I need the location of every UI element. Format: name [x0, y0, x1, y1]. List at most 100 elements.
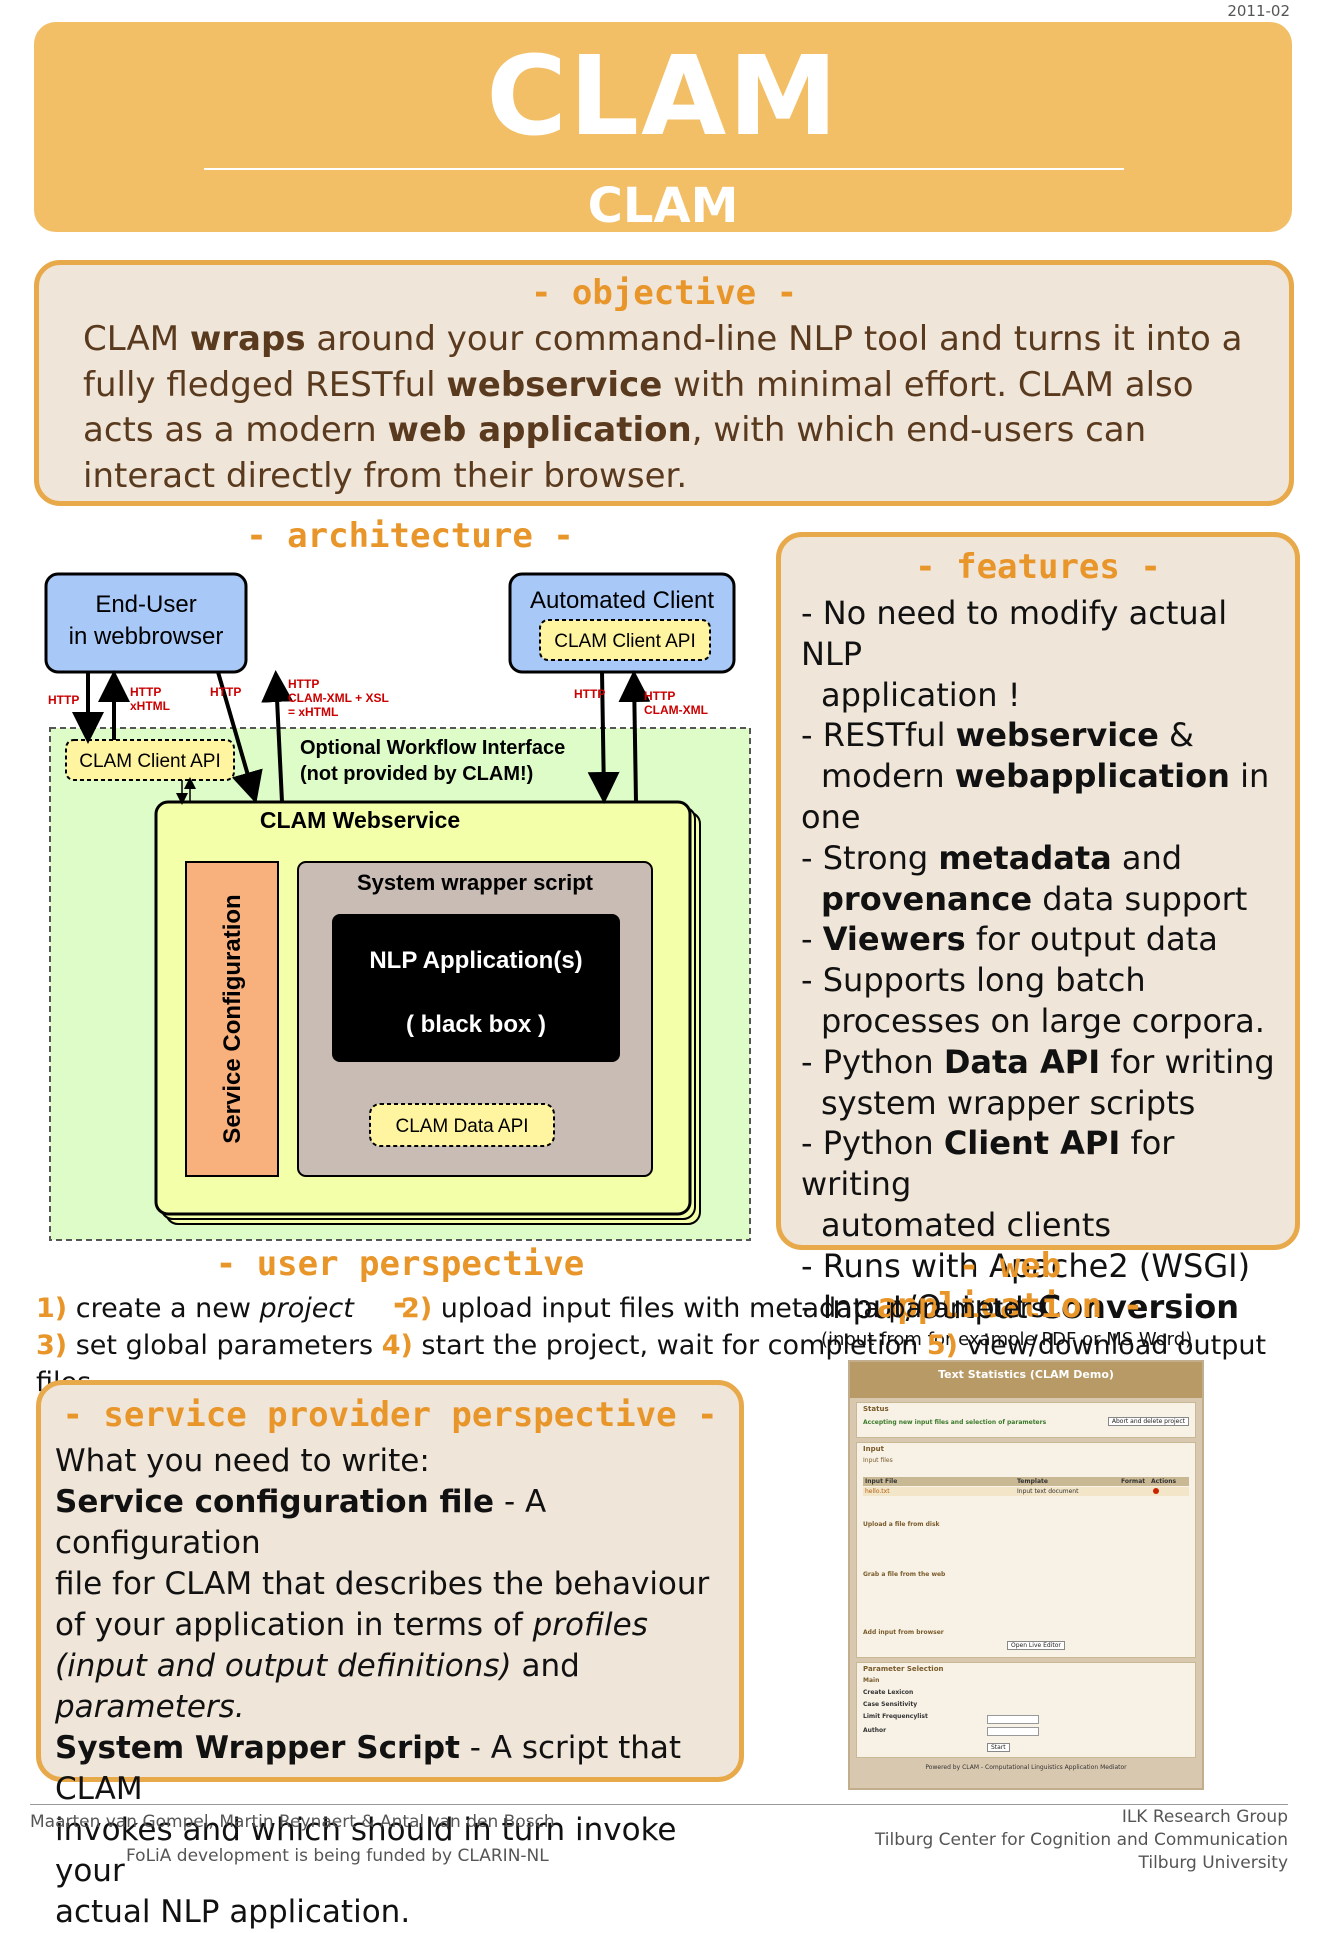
step-5: 5) view/download output files	[36, 1330, 1267, 1398]
main-label: Main	[863, 1677, 880, 1684]
nlp-label-1: NLP Application(s)	[369, 947, 582, 974]
provider-line-6: System Wrapper Script - A script that CL…	[55, 1730, 682, 1807]
webapp-input-label: Input	[863, 1445, 884, 1453]
author-input[interactable]	[987, 1727, 1039, 1736]
http-label-b1: HTTP	[130, 685, 161, 699]
web-application-screenshot: Text Statistics (CLAM Demo) Status Accep…	[848, 1360, 1204, 1790]
step-3: 3) set global parameters	[36, 1330, 382, 1361]
workflow-label-2: (not provided by CLAM!)	[300, 763, 533, 785]
arrow-ws-up	[261, 670, 294, 803]
http-label-a: HTTP	[48, 693, 79, 707]
feature-line-14: - Runs with Apache2 (WSGI)	[801, 1246, 1251, 1285]
param-create-lexicon: Create Lexicon	[863, 1689, 914, 1696]
web-application-heading: - web application -	[876, 1246, 1144, 1326]
http-label-e: HTTP	[574, 687, 605, 701]
provider-line-7: invokes and which should in turn invoke …	[55, 1812, 677, 1889]
live-editor-button[interactable]: Open Live Editor	[1007, 1641, 1065, 1650]
file-template: Input text document	[1017, 1488, 1079, 1495]
feature-line-6: provenance data support	[821, 879, 1248, 918]
provider-line-5: (input and output definitions) and param…	[55, 1648, 580, 1725]
client-api-box-left	[65, 739, 235, 781]
params-label: Parameter Selection	[863, 1665, 944, 1673]
http-label-f2: CLAM-XML	[644, 703, 708, 717]
http-label-c: HTTP	[210, 685, 241, 699]
nlp-box	[332, 914, 620, 1062]
col-template: Template	[1017, 1478, 1048, 1485]
col-actions: Actions	[1151, 1478, 1177, 1485]
provider-line-2: Service configuration file - A configura…	[55, 1484, 547, 1561]
provider-line-1: What you need to write:	[55, 1443, 430, 1479]
feature-line-5: - Strong metadata and	[801, 838, 1183, 877]
webapp-params-box: Parameter Selection Main Create Lexicon …	[856, 1662, 1196, 1758]
feature-line-12: - Python Client API for writing	[801, 1124, 1175, 1204]
provider-line-4: of your application in terms of profiles	[55, 1607, 648, 1643]
automated-client-label: Automated Client	[530, 587, 714, 614]
steps-line-2: 3) set global parameters 4) start the pr…	[36, 1327, 1326, 1401]
objective-heading: - objective -	[530, 273, 798, 313]
webapp-title: Text Statistics (CLAM Demo)	[938, 1368, 1114, 1381]
provider-line-3: file for CLAM that describes the behavio…	[55, 1566, 710, 1602]
feature-line-8: - Supports long batch	[801, 961, 1146, 1000]
steps-line-1: 1) create a new project 2) upload input …	[36, 1290, 1326, 1327]
poster-title: CLAM	[486, 32, 840, 160]
file-name-link[interactable]: hello.txt	[865, 1488, 890, 1495]
footer-org-3: Tilburg University	[1138, 1853, 1288, 1873]
start-button[interactable]: Start	[987, 1743, 1010, 1752]
workflow-label-1: Optional Workflow Interface	[300, 737, 565, 759]
step-4: 4) start the project, wait for completio…	[381, 1330, 927, 1361]
feature-note: (input from for example PDF or MS Word)	[821, 1329, 1193, 1351]
feature-line-15: - Input/Output Conversion	[801, 1287, 1240, 1326]
provider-panel: - service provider perspective - What yo…	[36, 1380, 744, 1930]
footer-org-2: Tilburg Center for Cognition and Communi…	[874, 1830, 1288, 1850]
feature-line-9: processes on large corpora.	[821, 1001, 1265, 1040]
abort-button[interactable]: Abort and delete project	[1107, 1417, 1189, 1426]
client-api-label-right: CLAM Client API	[554, 631, 696, 652]
step-2: 2) upload input files with metadata para…	[401, 1293, 1046, 1324]
feature-line-2: application !	[821, 675, 1021, 714]
arrow-client-down	[587, 671, 620, 804]
client-api-box-right	[539, 619, 711, 661]
data-api-label: CLAM Data API	[395, 1116, 528, 1137]
footer-authors: Maarten van Gompel, Martin Reynaert & An…	[30, 1812, 555, 1832]
end-user-box	[44, 572, 248, 674]
data-api-box	[369, 1103, 555, 1147]
feature-line-7: - Viewers for output data	[801, 920, 1218, 959]
end-user-line-1: End-User	[95, 591, 196, 618]
objective-text: CLAM wraps around your command-line NLP …	[83, 319, 1243, 496]
user-steps: 1) create a new project 2) upload input …	[36, 1290, 1326, 1401]
param-limit-frequencylist: Limit Frequencylist	[863, 1713, 928, 1720]
arrow-ws-down	[216, 671, 263, 804]
webapp-input-files: Input files	[863, 1457, 893, 1464]
http-label-d3: = xHTML	[288, 705, 338, 719]
webapp-input-box: Input Input files Input File Template Fo…	[856, 1442, 1196, 1658]
http-label-d1: HTTP	[288, 677, 319, 691]
features-panel: - features - - No need to modify actual …	[776, 532, 1300, 1350]
limit-input[interactable]	[987, 1715, 1039, 1724]
feature-line-3: - RESTful webservice &	[801, 716, 1194, 755]
grab-label: Grab a file from the web	[863, 1571, 946, 1578]
service-config-box	[185, 861, 279, 1177]
poster-subtitle: CLAM	[587, 178, 739, 234]
webservice-label: CLAM Webservice	[260, 807, 460, 833]
objective-panel: - objective - CLAM wraps around your com…	[34, 260, 1294, 506]
http-label-b2: xHTML	[130, 699, 170, 713]
add-label: Add input from browser	[863, 1629, 944, 1636]
footer-organization: ILK Research Group Tilburg Center for Co…	[875, 1806, 1288, 1875]
client-api-label-left: CLAM Client API	[79, 751, 221, 772]
poster-date: 2011-02	[1227, 2, 1290, 20]
step-1: 1) create a new project	[36, 1293, 354, 1324]
provider-line-8: actual NLP application.	[55, 1894, 411, 1930]
end-user-line-2: in webbrowser	[69, 623, 224, 650]
poster-header: CLAM CLAM	[34, 22, 1292, 234]
feature-line-13: automated clients	[821, 1205, 1112, 1244]
http-label-d2: CLAM-XML + XSL	[288, 691, 389, 705]
feature-line-10: - Python Data API for writing	[801, 1042, 1275, 1081]
delete-file-icon[interactable]	[1153, 1488, 1159, 1494]
user-perspective-heading: - user perspective -	[215, 1244, 585, 1324]
architecture-diagram: Optional Workflow Interface (not provide…	[44, 572, 751, 1241]
arrow-client-up	[618, 670, 651, 803]
wrapper-label: System wrapper script	[357, 870, 594, 895]
http-label-f1: HTTP	[644, 689, 675, 703]
feature-line-4: modern webapplication in one	[801, 757, 1270, 836]
footer-divider	[30, 1804, 1288, 1805]
